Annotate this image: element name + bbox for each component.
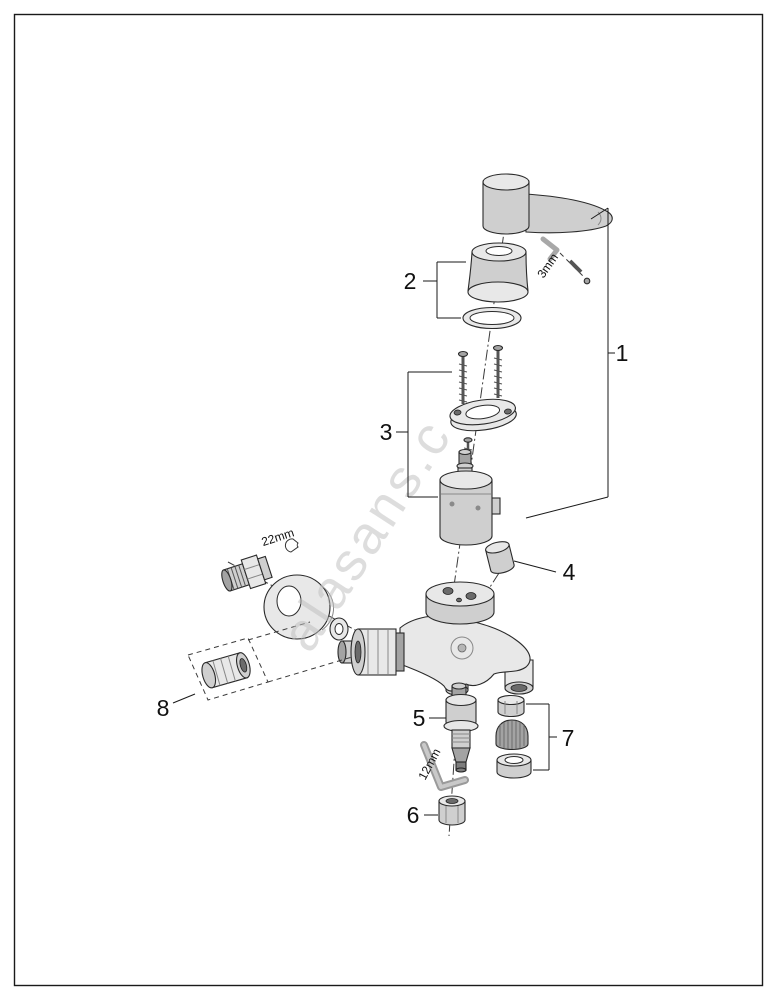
- mousseur: [495, 719, 529, 751]
- hex-key-3mm-label: 3mm: [534, 251, 561, 281]
- hex-key-3mm: [540, 236, 591, 285]
- callout-5: 5: [413, 705, 426, 731]
- escutcheon: [263, 574, 335, 640]
- handle-cap: [467, 242, 529, 303]
- plug-cap: [485, 541, 515, 574]
- callout-8: 8: [157, 695, 170, 721]
- callout-1: 1: [616, 340, 629, 366]
- cartridge: [439, 448, 501, 546]
- callout-4: 4: [563, 559, 576, 585]
- grub-screw: [583, 277, 591, 285]
- fixing-screws: [457, 344, 504, 404]
- page-border: [13, 13, 764, 987]
- mounting-flange: [449, 398, 517, 432]
- leader-lines: [172, 207, 615, 816]
- hex-key-12mm: [420, 741, 469, 791]
- callout-2: 2: [404, 268, 417, 294]
- callout-3: 3: [380, 419, 393, 445]
- check-valve-group: [187, 621, 353, 701]
- spanner-22mm-icon: [285, 538, 299, 553]
- union-nut: [337, 628, 405, 676]
- washer-ring: [329, 617, 349, 641]
- o-ring: [462, 306, 522, 330]
- aerator-nut: [497, 694, 525, 718]
- locknut: [438, 795, 466, 826]
- aerator-ring: [496, 753, 532, 779]
- mixer-body: [399, 581, 531, 692]
- wall-adapter-22mm: [221, 554, 273, 592]
- lever-handle: [482, 173, 613, 235]
- aerator-parts: [495, 694, 532, 779]
- diverter-cartridge: [443, 682, 479, 773]
- callout-7: 7: [562, 725, 575, 751]
- check-valve: [201, 652, 251, 689]
- callout-6: 6: [407, 802, 420, 828]
